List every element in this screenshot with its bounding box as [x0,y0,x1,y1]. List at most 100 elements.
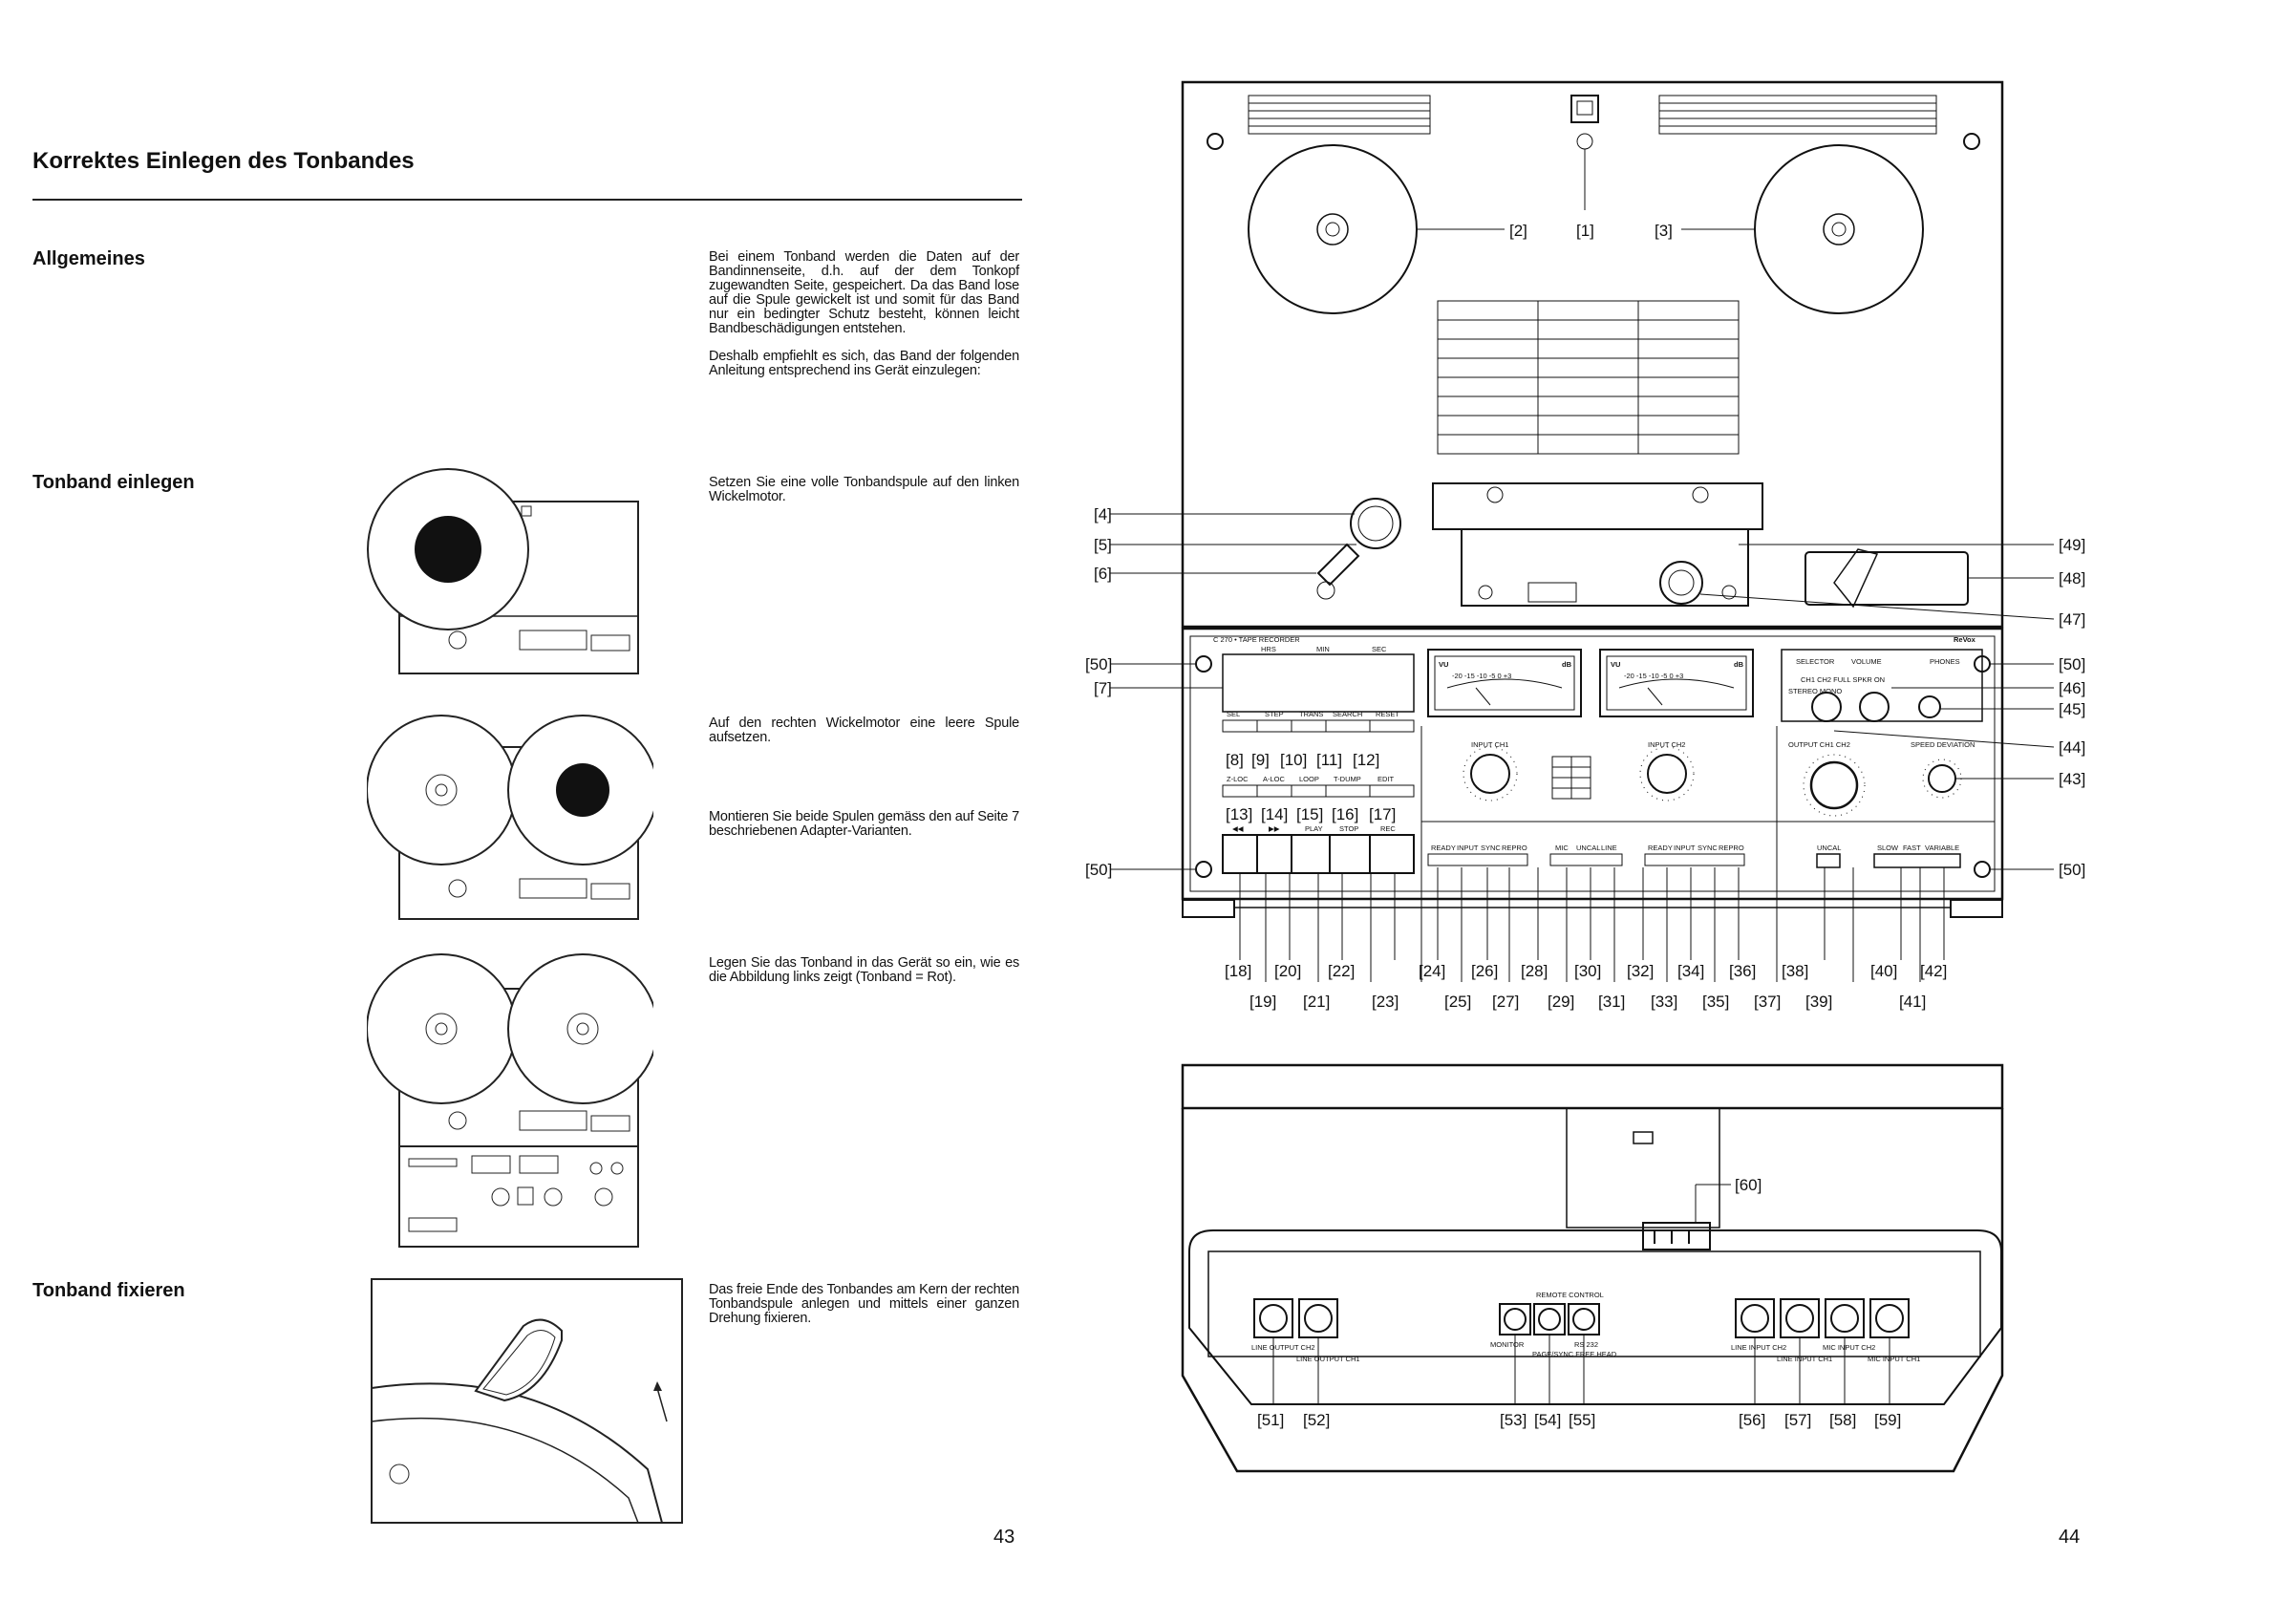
button-label: SEARCH [1333,710,1362,718]
stop-button[interactable] [1329,834,1371,874]
device-rear-diagram: REMOTE CONTROL LINE OUTPUT CH2 LINE OUTP… [1181,1063,2004,1473]
paragraph: Montieren Sie beide Spulen gemäss den au… [709,809,1019,839]
phones-jack[interactable] [1918,695,1941,718]
callout: [23] [1372,993,1399,1011]
brand-logo: ReVox [1954,635,1976,644]
model-label: C 270 • TAPE RECORDER [1213,635,1300,644]
button-label: REPRO [1719,844,1744,852]
counter-unit: MIN [1316,645,1330,653]
vu-meter-ch1 [1427,649,1582,717]
jack-label: RS 232 [1574,1340,1598,1349]
paragraph: Legen Sie das Tonband in das Gerät so ei… [709,955,1019,985]
center-grille [1437,300,1740,455]
callout: [59] [1874,1411,1901,1429]
callout: [19] [1249,993,1276,1011]
jack-label: LINE INPUT CH2 [1731,1343,1786,1352]
button-label: MIC [1555,844,1569,852]
callout: [4] [1094,505,1112,524]
heading-tonband-einlegen: Tonband einlegen [32,472,195,493]
callout: [1] [1576,222,1594,240]
callouts-bottom-upper: [18] [20] [22] [24] [26] [28] [30] [32] … [1225,962,1947,980]
callout: [40] [1870,962,1897,980]
jack-label: LINE OUTPUT CH1 [1296,1355,1360,1363]
transport-buttons: ◀◀ ▶▶ PLAY STOP REC [1222,824,1415,874]
callout: [33] [1651,993,1677,1011]
selector-knob[interactable] [1811,692,1842,722]
input-ch2-label: INPUT CH2 [1648,740,1685,749]
button-label: STOP [1339,824,1358,833]
search-button[interactable] [1325,719,1371,733]
callout: [46] [2059,679,2085,697]
counter-unit: SEC [1372,645,1387,653]
callout: [5] [1094,536,1112,554]
button-label: SEL [1227,710,1240,718]
button-label: INPUT [1674,844,1696,852]
callout: [13] [1226,805,1252,823]
callout: [26] [1471,962,1498,980]
selector-label: SELECTOR [1796,657,1835,666]
callout: [25] [1444,993,1471,1011]
speed-deviation-knob[interactable] [1928,764,1956,793]
step-button[interactable] [1256,719,1292,733]
callouts-left: [4] [5] [6] [50] [7] [50] [1085,505,1112,879]
callout: [12] [1353,751,1379,769]
remote-control-label: REMOTE CONTROL [1536,1291,1604,1299]
callout: [32] [1627,962,1654,980]
input-ch1-knob[interactable] [1470,754,1510,794]
volume-knob[interactable] [1859,692,1890,722]
callout: [51] [1257,1411,1284,1429]
counter-button-row: SEL STEP TRANS SEARCH RESET [1222,710,1415,733]
callout: [18] [1225,962,1251,980]
selector-sub-label: CH1 CH2 FULL SPKR ON [1801,675,1885,684]
button-label: EDIT [1377,775,1395,783]
callout: [14] [1261,805,1288,823]
rewind-button[interactable] [1222,834,1258,874]
fast-forward-button[interactable] [1256,834,1292,874]
jack-label: MONITOR [1490,1340,1525,1349]
record-button[interactable] [1369,834,1415,874]
device-front-diagram: C 270 • TAPE RECORDER ReVox HRS MIN SEC … [1085,80,2085,1473]
callout: [58] [1829,1411,1856,1429]
callout: [16] [1332,805,1358,823]
loc-button-row: Z-LOC A-LOC LOOP T-DUMP EDIT [1222,775,1415,798]
button-label: SYNC [1698,844,1718,852]
callout: [50] [1085,861,1112,879]
vu-scale: -20 -15 -10 -5 0 +3 [1452,672,1511,680]
button-label: Z-LOC [1227,775,1249,783]
callout: [3] [1655,222,1673,240]
play-button[interactable] [1291,834,1331,874]
callout: [27] [1492,993,1519,1011]
callout: [20] [1274,962,1301,980]
button-label: READY [1648,844,1673,852]
uncal-button[interactable] [1816,853,1841,868]
callout: [45] [2059,700,2085,718]
reset-button[interactable] [1369,719,1415,733]
button-label: SLOW [1877,844,1899,852]
callout: [2] [1509,222,1527,240]
sel-button[interactable] [1222,719,1258,733]
button-label: REC [1380,824,1396,833]
callout: [22] [1328,962,1355,980]
callout: [30] [1574,962,1601,980]
output-label: OUTPUT CH1 CH2 [1788,740,1850,749]
db-label: dB [1562,660,1572,669]
callout: [37] [1754,993,1781,1011]
button-label: ◀◀ [1232,824,1245,833]
page-number-right: 44 [2059,1527,2081,1548]
button-label: REPRO [1502,844,1527,852]
callout: [53] [1500,1411,1527,1429]
button-label: SYNC [1481,844,1501,852]
callout: [43] [2059,770,2085,788]
illustration-full-reel [367,468,639,674]
page-number-left: 43 [993,1527,1015,1548]
output-knob[interactable] [1809,760,1859,810]
input-ch2-knob[interactable] [1647,754,1687,794]
callouts-loc-row: [13] [14] [15] [16] [17] [1226,805,1396,823]
trans-button[interactable] [1291,719,1327,733]
stereo-mono-label: STEREO MONO [1788,687,1842,695]
callout: [50] [2059,861,2085,879]
counter-units: HRS MIN SEC [1261,645,1387,653]
vu-label: VU [1439,660,1448,669]
counter-unit: HRS [1261,645,1276,653]
button-label: INPUT [1457,844,1479,852]
